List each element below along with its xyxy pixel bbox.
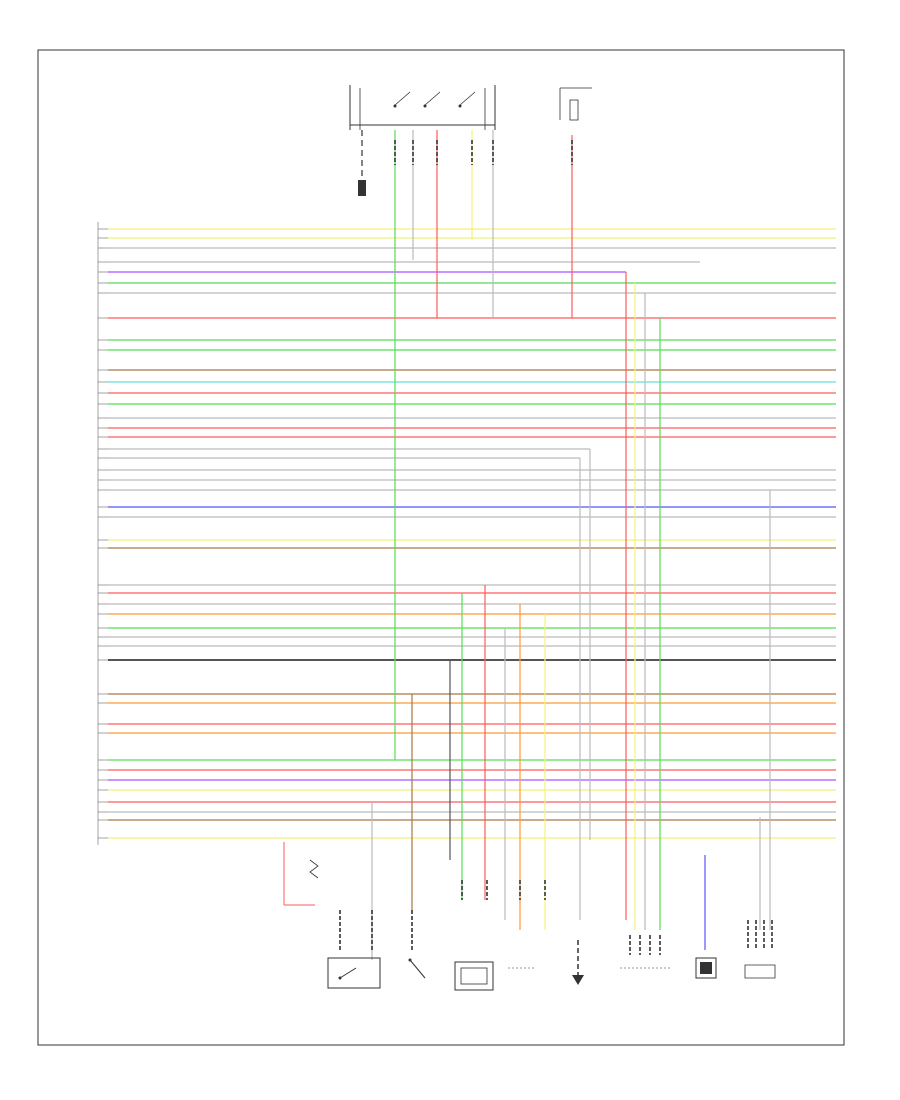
- fuse-icon: [559, 87, 592, 121]
- relay-icon: [349, 85, 496, 130]
- ground-icon: [358, 130, 366, 200]
- switch-icon: [408, 958, 426, 979]
- sensor-icon: [572, 940, 584, 985]
- resistor-icon: [283, 842, 319, 906]
- vertical-wires: [339, 130, 773, 960]
- sensor-icon: [744, 964, 776, 979]
- diagram-frame: [37, 49, 845, 1046]
- ecm-connector-left: [97, 222, 108, 845]
- sensor-icon: [454, 961, 494, 991]
- sensor-icon: [695, 957, 717, 979]
- switch-icon: [327, 957, 381, 989]
- horizontal-wires: [108, 228, 836, 839]
